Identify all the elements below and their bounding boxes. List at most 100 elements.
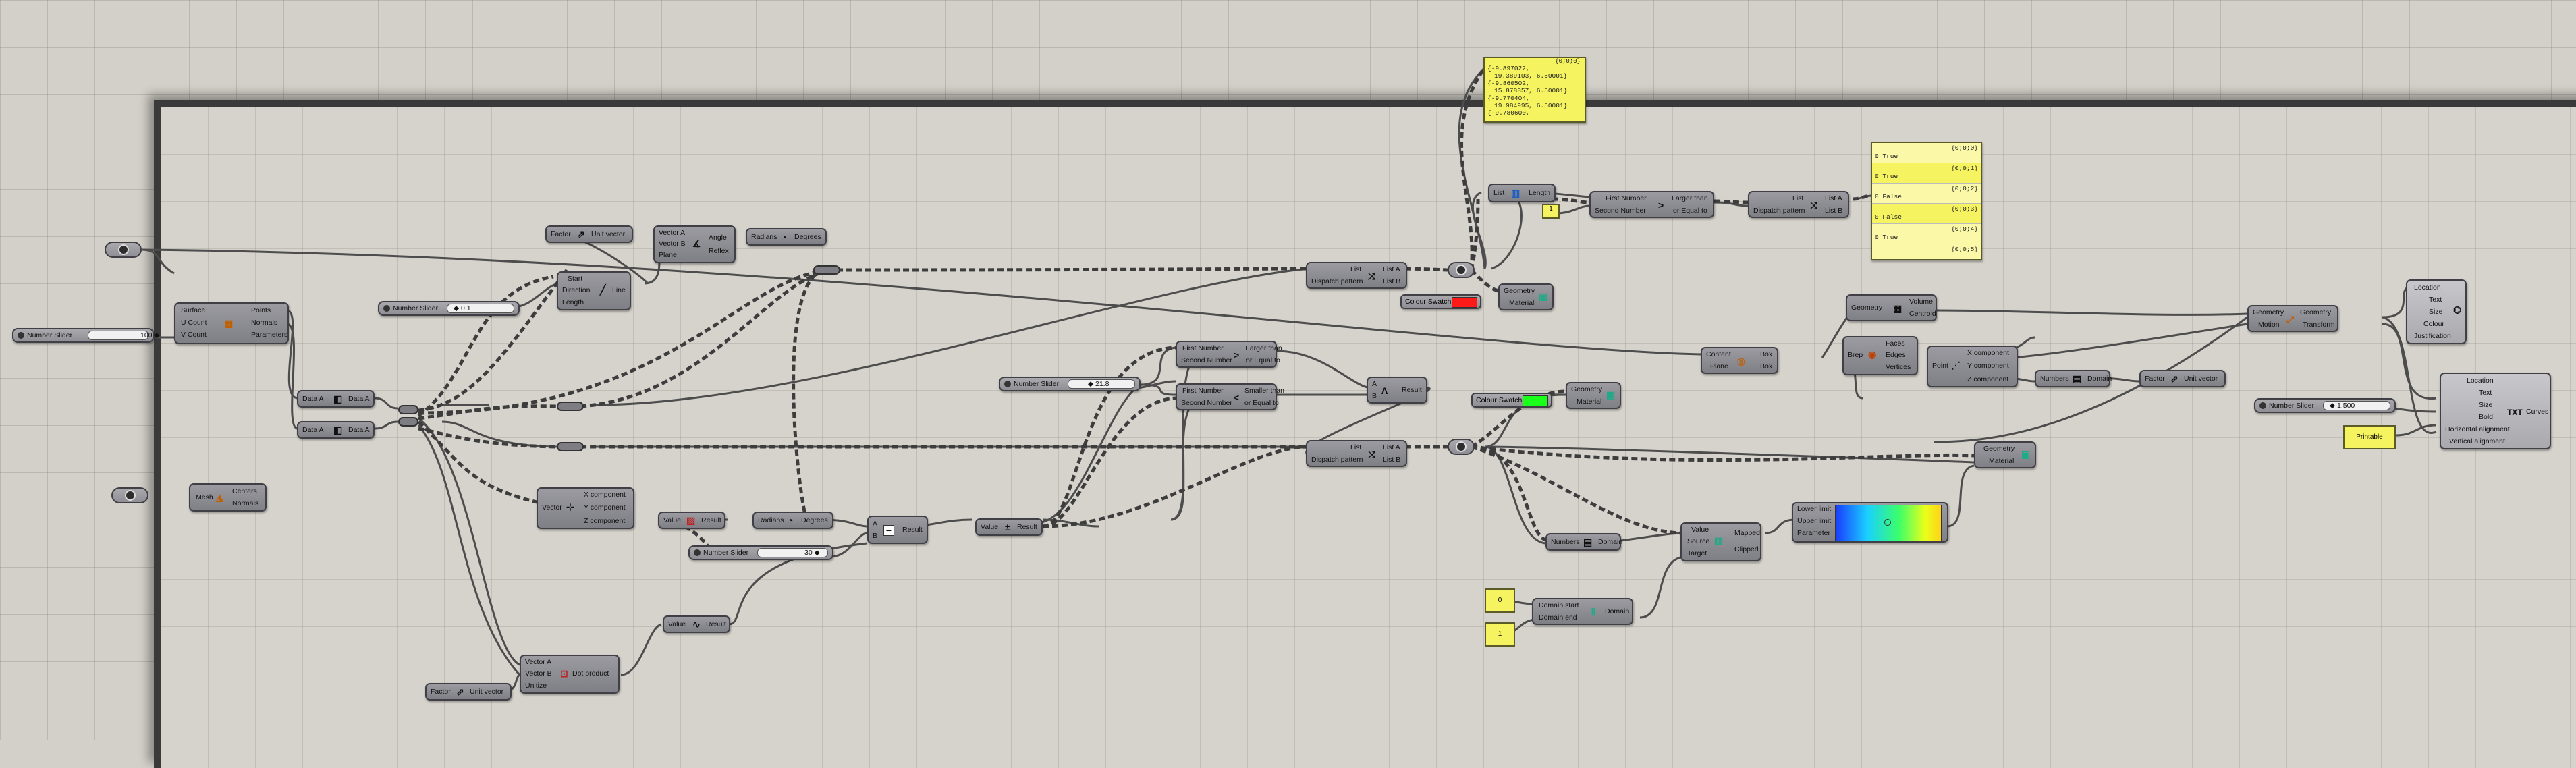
unit-vector-component[interactable]: Factor ⇗ Unit vector	[545, 225, 633, 243]
angle-component[interactable]: Vector A Vector B Plane ∡ Angle Reflex	[653, 225, 736, 263]
smaller-than-component[interactable]: First Number Second Number < Smaller tha…	[1176, 383, 1284, 410]
number-slider[interactable]: Number Slider ◆ 21.8	[999, 377, 1141, 391]
wire	[441, 420, 557, 448]
degrees-component[interactable]: Radians ◔ Degrees	[752, 512, 833, 529]
custom-preview-component[interactable]: Geometry Material ▣	[1498, 283, 1554, 310]
slider-track[interactable]	[757, 548, 828, 557]
unit-vector-icon: ⇗	[577, 229, 585, 240]
larger-than-component[interactable]: First Number Second Number > Larger than…	[1176, 341, 1282, 368]
wire	[1471, 445, 1547, 542]
custom-preview-component[interactable]: Geometry Material ▣	[1974, 441, 2036, 468]
panel-coordinates[interactable]: {0;0;0} {-9.897022, 19.389103, 6.50001} …	[1483, 57, 1586, 123]
absolute-component[interactable]: Value ▨ Result	[658, 512, 725, 529]
list-length-icon: ▥	[1511, 188, 1520, 198]
volume-component[interactable]: Geometry ▦ Volume Centroid	[1846, 294, 1937, 321]
gradient-grip-icon[interactable]	[1884, 519, 1891, 526]
length-output-panel[interactable]: 1	[1542, 204, 1560, 219]
dot-product-component[interactable]: Vector A Vector B Unitize ⊡ Dot product	[520, 655, 620, 694]
swatch-color[interactable]	[1523, 395, 1548, 406]
wire	[620, 623, 662, 676]
negative-component[interactable]: Value ± Result	[975, 518, 1043, 536]
larger-than-icon: >	[1658, 200, 1664, 211]
dispatch-component[interactable]: List Dispatch pattern ⤨ List A List B	[1748, 191, 1849, 218]
number-slider[interactable]: Number Slider 30 ◆	[688, 545, 833, 560]
value-panel-one[interactable]: 1	[1485, 622, 1515, 647]
gradient-component[interactable]: Lower limit Upper limit Parameter	[1792, 502, 1948, 543]
wire	[1491, 194, 1523, 270]
panel-row: {0;0;2} 0 False	[1872, 184, 1981, 204]
wire	[286, 323, 298, 430]
degrees-component[interactable]: Radians ◔ Degrees	[746, 228, 827, 246]
relay[interactable]	[557, 402, 584, 411]
slider-track[interactable]	[2323, 401, 2390, 410]
surface-param[interactable]	[105, 242, 142, 258]
bounds-component[interactable]: Numbers ▤ Domain	[2035, 370, 2112, 387]
construct-domain-component[interactable]: Domain start Domain end ⫴ Domain	[1532, 598, 1633, 625]
subtraction-icon: −	[883, 525, 894, 536]
panel-row: {0;0;5}	[1951, 246, 1978, 253]
deconstruct-point-component[interactable]: Point ⋰ X component Y component Z compon…	[1927, 346, 2018, 387]
relay-node[interactable]	[1448, 439, 1475, 455]
swatch-color[interactable]	[1452, 297, 1477, 308]
text-tag-component[interactable]: Location Text Size Colour Justification …	[2406, 279, 2467, 344]
gate-and-component[interactable]: A B Λ Result	[1367, 377, 1427, 404]
unit-vector-component[interactable]: Factor ⇗ Unit vector	[425, 683, 512, 701]
negative-icon: ±	[1005, 522, 1010, 532]
bounds-component[interactable]: Numbers ▤ Domain	[1545, 533, 1622, 551]
larger-than-component[interactable]: First Number Second Number > Larger than…	[1589, 191, 1714, 218]
move-component[interactable]: Geometry Motion ⤢ Geometry Transform	[2247, 305, 2338, 332]
deconstruct-brep-component[interactable]: Brep ◉ Faces Edges Vertices	[1842, 336, 1918, 375]
wire	[1714, 199, 1749, 204]
wire	[1376, 267, 1448, 272]
custom-preview-component[interactable]: Geometry Material ▣	[1566, 382, 1621, 409]
number-slider[interactable]: Number Slider ◆ 1.500	[2254, 398, 2396, 413]
data-icon: ◧	[333, 393, 343, 404]
data-component[interactable]: Data A ◧ Data A	[297, 390, 375, 408]
value-panel-zero[interactable]: 0	[1485, 588, 1515, 613]
slider-icon	[383, 305, 390, 312]
list-length-component[interactable]: List ▥ Length	[1488, 184, 1556, 202]
line-sdl-component[interactable]: Start Direction Length ╱ Line	[557, 271, 631, 310]
subtraction-component[interactable]: A B − Result	[867, 516, 928, 544]
remap-icon: ▥	[1714, 535, 1724, 546]
bounding-box-component[interactable]: Content Plane ◎ Box Box	[1701, 347, 1778, 374]
face-normals-component[interactable]: Mesh ◮ Centers Normals	[189, 483, 267, 512]
wire	[1275, 350, 1371, 389]
slider-track[interactable]	[447, 304, 514, 313]
relay[interactable]	[813, 265, 840, 275]
relay[interactable]	[398, 405, 418, 414]
relay[interactable]	[557, 442, 584, 451]
bounding-box-icon: ◎	[1737, 356, 1746, 366]
panel-booleans[interactable]: {0;0;0} 0 True {0;0;1} 0 True {0;0;2} 0 …	[1871, 142, 1982, 260]
relay-node[interactable]	[1448, 262, 1475, 278]
wire	[1764, 518, 1796, 534]
number-slider[interactable]: Number Slider ◆ 0.1	[378, 301, 520, 316]
colour-swatch[interactable]: Colour Swatch	[1400, 294, 1481, 309]
unit-z-component[interactable]: Factor ⇗ Unit vector	[2139, 370, 2226, 387]
relay[interactable]	[398, 417, 418, 427]
dispatch-component[interactable]: List Dispatch pattern ⤨ List A List B	[1306, 440, 1407, 467]
slider-icon	[1004, 381, 1011, 387]
remap-numbers-component[interactable]: Value Source Target ▥ Mapped Clipped	[1680, 522, 1761, 561]
slider-track[interactable]	[88, 331, 148, 340]
colour-swatch[interactable]: Colour Swatch	[1471, 393, 1552, 408]
slider-track[interactable]	[1068, 379, 1135, 389]
data-component[interactable]: Data A ◧ Data A	[297, 421, 375, 439]
dispatch-component[interactable]: List Dispatch pattern ⤨ List A List B	[1306, 262, 1407, 289]
wire	[1042, 445, 1310, 528]
text-curves-component[interactable]: Location Text Size Bold Horizontal align…	[2440, 373, 2551, 449]
deconstruct-vector-component[interactable]: Vector ⊹ X component Y component Z compo…	[537, 487, 634, 529]
arccosine-component[interactable]: Value ∿ Result	[663, 615, 730, 633]
number-slider[interactable]: Number Slider 100 ◆	[12, 328, 160, 343]
printable-panel[interactable]: Printable	[2343, 425, 2396, 449]
gradient-preview[interactable]	[1835, 505, 1942, 541]
wire	[1140, 346, 1176, 386]
wire	[2382, 285, 2410, 319]
data-icon: ◧	[333, 424, 343, 435]
smaller-than-icon: <	[1234, 392, 1240, 403]
surface-points-component[interactable]: Surface U Count V Count ▦ Points Normals…	[174, 302, 289, 344]
deconstruct-brep-icon: ◉	[1868, 349, 1877, 360]
mesh-param[interactable]	[111, 487, 148, 503]
surface-points-icon: ▦	[224, 318, 234, 329]
wire	[418, 404, 557, 420]
